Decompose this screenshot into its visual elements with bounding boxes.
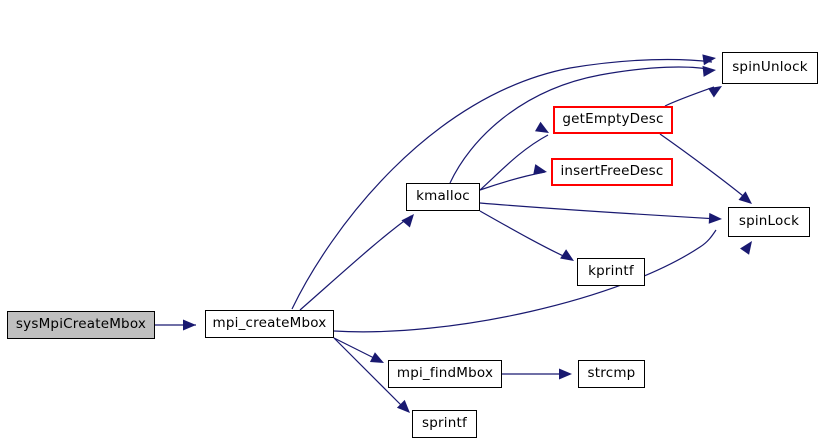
edge-getEmptyDesc-to-spinLock <box>659 133 749 201</box>
arrow-to-spinlock-from-mpicreatembox <box>740 241 752 255</box>
node-insertFreeDesc[interactable]: insertFreeDesc <box>551 158 673 186</box>
node-spinLock[interactable]: spinLock <box>728 207 810 237</box>
edge-mpi_createMbox-to-sprintf <box>333 337 407 411</box>
node-sprintf[interactable]: sprintf <box>412 410 477 438</box>
node-label-sysMpiCreateMbox: sysMpiCreateMbox <box>15 315 147 332</box>
arrow-to-spinunlock-from-getemptydesc <box>708 86 722 98</box>
node-label-mpi_findMbox: mpi_findMbox <box>396 364 494 381</box>
node-label-sprintf: sprintf <box>422 414 467 431</box>
arrow-to-getemptydesc <box>534 121 549 133</box>
edge-kmalloc-to-kprintf <box>479 210 573 261</box>
arrow-to-strcmp <box>559 368 572 380</box>
edge-kmalloc-to-getEmptyDesc <box>479 134 549 191</box>
node-mpi_createMbox[interactable]: mpi_createMbox <box>205 310 334 338</box>
arrow-to-kmalloc <box>401 214 414 228</box>
node-label-spinUnlock: spinUnlock <box>732 58 808 75</box>
node-kprintf[interactable]: kprintf <box>577 258 645 286</box>
node-strcmp[interactable]: strcmp <box>578 360 645 388</box>
node-label-kmalloc: kmalloc <box>416 187 470 204</box>
arrow-to-spinunlock-from-mpicreatembox <box>702 54 716 66</box>
node-kmalloc[interactable]: kmalloc <box>406 183 480 211</box>
node-label-getEmptyDesc: getEmptyDesc <box>562 110 664 127</box>
arrow-to-mpi-creatembox <box>183 319 196 331</box>
node-sysMpiCreateMbox[interactable]: sysMpiCreateMbox <box>7 311 155 339</box>
node-label-kprintf: kprintf <box>588 262 634 279</box>
edge-getEmptyDesc-to-spinUnlock <box>664 86 715 107</box>
node-label-spinLock: spinLock <box>738 212 800 229</box>
arrow-to-spinlock-from-getemptydesc <box>738 191 752 204</box>
edge-mpi_createMbox-to-kmalloc <box>299 215 412 311</box>
edge-kmalloc-to-spinLock <box>479 202 719 220</box>
node-label-insertFreeDesc: insertFreeDesc <box>560 162 664 179</box>
arrow-to-kprintf <box>560 249 574 261</box>
arrow-to-mpi-findmbox <box>369 352 384 363</box>
edge-mpi_createMbox-to-spinUnlock <box>291 58 713 310</box>
arrow-to-spinunlock-from-kmalloc <box>702 65 716 77</box>
node-getEmptyDesc[interactable]: getEmptyDesc <box>553 106 673 134</box>
arrow-to-insertfreedesc <box>533 164 547 175</box>
edge-kmalloc-to-spinUnlock <box>449 66 713 184</box>
arrow-to-sprintf <box>396 399 410 413</box>
node-label-mpi_createMbox: mpi_createMbox <box>212 314 327 331</box>
node-mpi_findMbox[interactable]: mpi_findMbox <box>388 360 502 388</box>
edge-mpi_createMbox-to-spinLock <box>333 229 717 333</box>
node-label-strcmp: strcmp <box>587 364 636 381</box>
arrow-to-spinlock-from-kmalloc <box>708 212 722 224</box>
node-spinUnlock[interactable]: spinUnlock <box>722 52 818 84</box>
